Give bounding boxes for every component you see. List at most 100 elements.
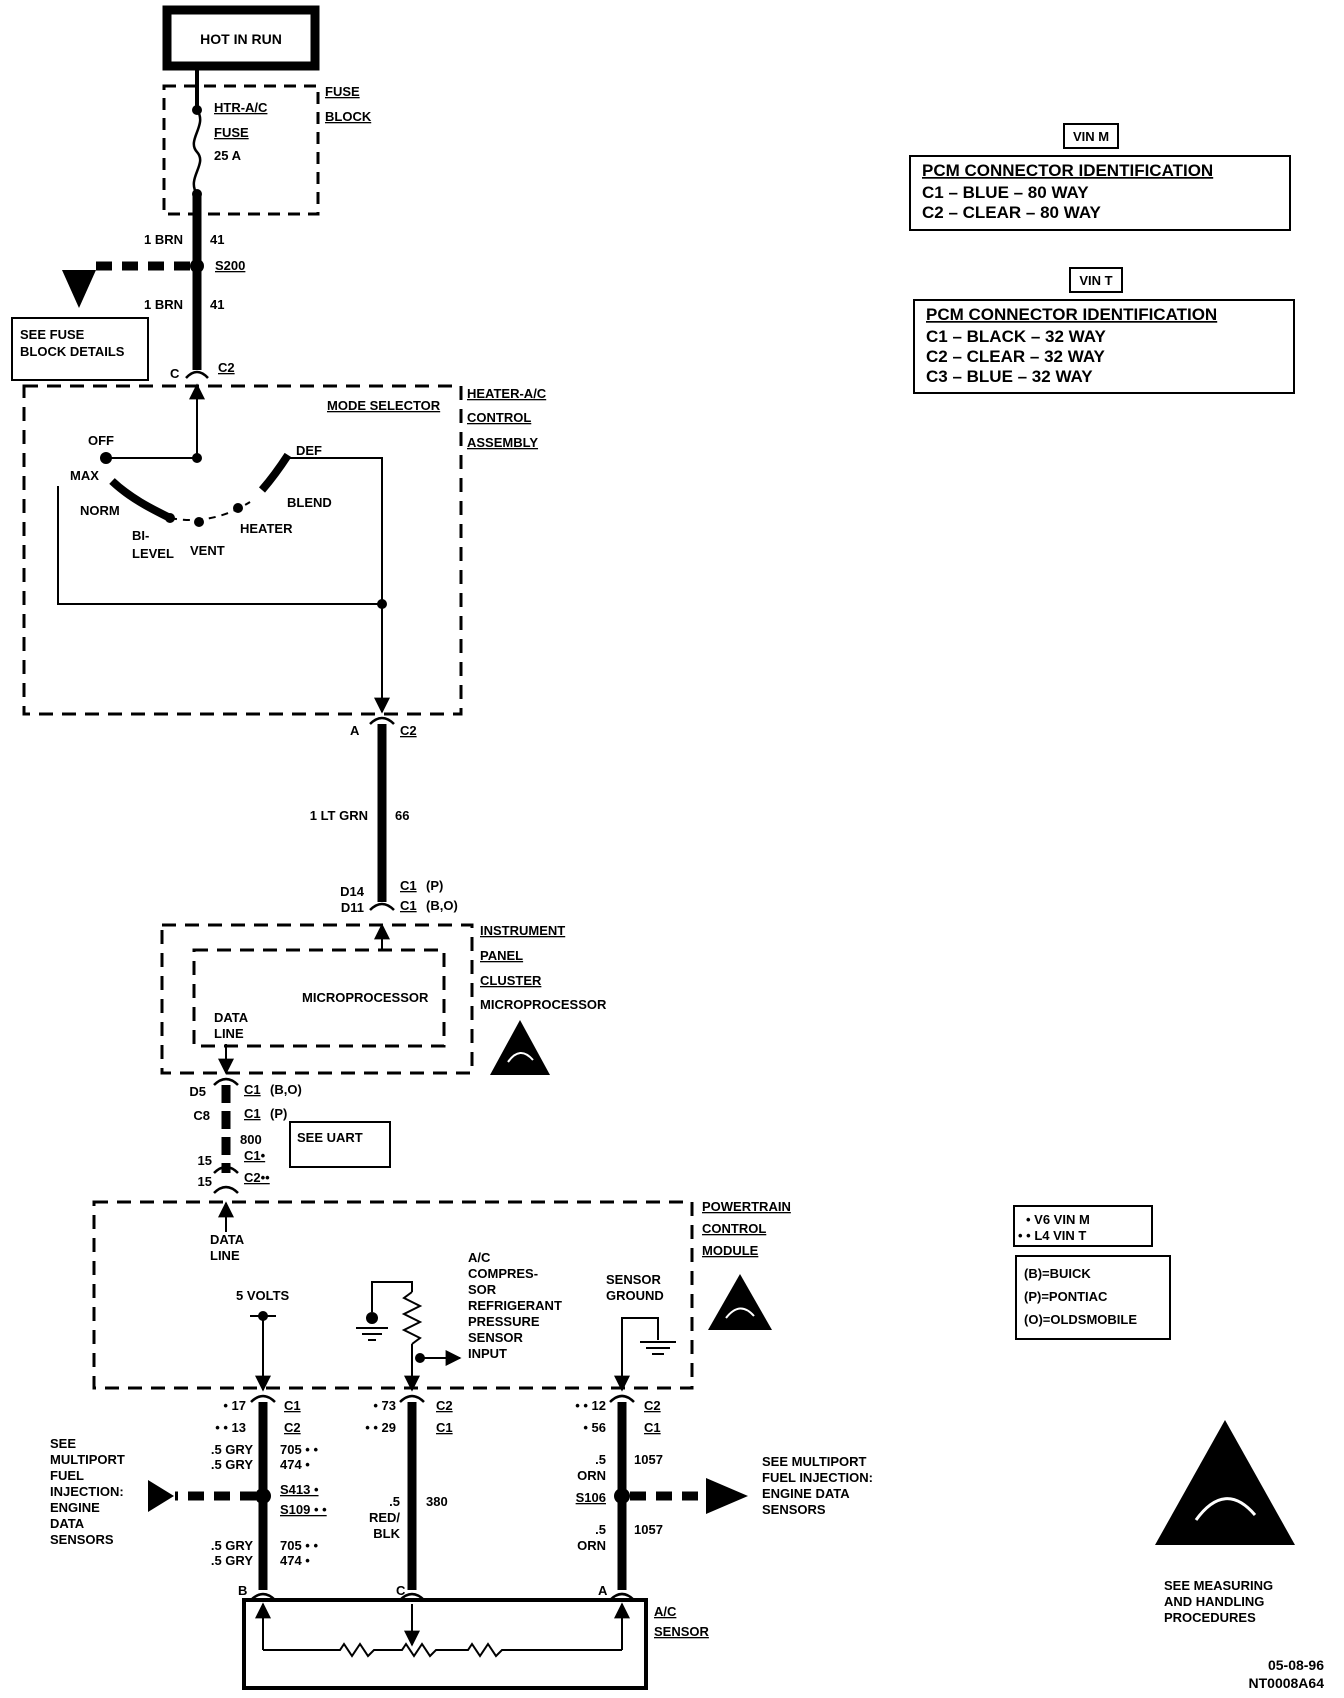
svg-text:(B)=BUICK: (B)=BUICK bbox=[1024, 1266, 1091, 1281]
resistor-icon bbox=[401, 1291, 423, 1345]
power-source-box: HOT IN RUN bbox=[162, 5, 320, 71]
svg-text:380: 380 bbox=[426, 1494, 448, 1509]
svg-text:(B,O): (B,O) bbox=[426, 898, 458, 913]
svg-text:HOT IN RUN: HOT IN RUN bbox=[200, 31, 282, 47]
svg-text:• • L4 VIN T: • • L4 VIN T bbox=[1018, 1228, 1086, 1243]
fuse-icon bbox=[192, 109, 202, 195]
see-fuse-block-box: SEE FUSE BLOCK DETAILS bbox=[11, 317, 149, 381]
svg-text:05-08-96: 05-08-96 bbox=[1268, 1657, 1324, 1673]
svg-text:REFRIGERANT: REFRIGERANT bbox=[468, 1298, 562, 1313]
svg-text:SENSORS: SENSORS bbox=[50, 1532, 114, 1547]
svg-text:DATA: DATA bbox=[214, 1010, 249, 1025]
svg-text:A/C: A/C bbox=[654, 1604, 677, 1619]
svg-text:INPUT: INPUT bbox=[468, 1346, 507, 1361]
wire-66: 1 LT GRN 66 bbox=[310, 724, 409, 902]
pcm-connector-data-line: 15 C1• 15 C2•• bbox=[198, 1148, 270, 1194]
svg-text:DEF: DEF bbox=[296, 443, 322, 458]
svg-text:C2: C2 bbox=[284, 1420, 301, 1435]
svg-text:C1: C1 bbox=[244, 1082, 261, 1097]
svg-text:474 •: 474 • bbox=[280, 1457, 310, 1472]
svg-text:• 73: • 73 bbox=[373, 1398, 396, 1413]
svg-text:MAX: MAX bbox=[70, 468, 99, 483]
pcm-connector-ground: • • 12 C2 • 56 C1 bbox=[575, 1394, 661, 1435]
svg-text:C1: C1 bbox=[436, 1420, 453, 1435]
wire-705-474: .5 GRY .5 GRY 705 • • 474 • S413 • S109 … bbox=[148, 1402, 327, 1590]
svg-text:• • 12: • • 12 bbox=[575, 1398, 606, 1413]
svg-text:SEE MEASURING: SEE MEASURING bbox=[1164, 1578, 1273, 1593]
splice-s200 bbox=[190, 259, 204, 273]
instrument-panel-cluster: MICROPROCESSOR DATA LINE INSTRUMENT PANE… bbox=[160, 923, 607, 1075]
svg-text:BLOCK DETAILS: BLOCK DETAILS bbox=[20, 344, 125, 359]
svg-text:C1 – BLACK – 32 WAY: C1 – BLACK – 32 WAY bbox=[926, 327, 1106, 346]
svg-text:1057: 1057 bbox=[634, 1452, 663, 1467]
svg-text:15: 15 bbox=[198, 1153, 212, 1168]
svg-text:ORN: ORN bbox=[577, 1538, 606, 1553]
svg-text:LINE: LINE bbox=[214, 1026, 244, 1041]
svg-text:A: A bbox=[350, 723, 360, 738]
svg-text:.5: .5 bbox=[595, 1452, 606, 1467]
svg-text:COMPRES-: COMPRES- bbox=[468, 1266, 538, 1281]
svg-text:705 • •: 705 • • bbox=[280, 1442, 318, 1457]
esd-warning-icon bbox=[1155, 1420, 1295, 1545]
svg-text:1 LT GRN: 1 LT GRN bbox=[310, 808, 368, 823]
svg-text:BLK: BLK bbox=[373, 1526, 400, 1541]
svg-text:C3 – BLUE – 32 WAY: C3 – BLUE – 32 WAY bbox=[926, 367, 1093, 386]
svg-text:CONTROL: CONTROL bbox=[467, 410, 531, 425]
svg-text:C1: C1 bbox=[400, 878, 417, 893]
svg-text:41: 41 bbox=[210, 297, 224, 312]
svg-text:SEE FUSE: SEE FUSE bbox=[20, 327, 85, 342]
svg-text:A/C: A/C bbox=[468, 1250, 491, 1265]
svg-text:FUSE: FUSE bbox=[214, 125, 249, 140]
svg-text:C2: C2 bbox=[218, 360, 235, 375]
svg-text:DATA: DATA bbox=[50, 1516, 85, 1531]
pcm-connector-5v: • 17 C1 • • 13 C2 bbox=[215, 1394, 301, 1435]
svg-text:ENGINE DATA: ENGINE DATA bbox=[762, 1486, 850, 1501]
svg-text:.5 GRY: .5 GRY bbox=[211, 1553, 253, 1568]
svg-text:VENT: VENT bbox=[190, 543, 225, 558]
hvac-connector-c2-top: C C2 bbox=[170, 360, 235, 381]
splice-s413-s109 bbox=[255, 1488, 271, 1504]
svg-text:A: A bbox=[598, 1583, 608, 1598]
wire-41: 1 BRN 41 S200 1 BRN 41 bbox=[62, 194, 245, 370]
svg-text:C1: C1 bbox=[400, 898, 417, 913]
svg-text:.5: .5 bbox=[389, 1494, 400, 1509]
svg-text:DATA: DATA bbox=[210, 1232, 245, 1247]
svg-text:C1: C1 bbox=[284, 1398, 301, 1413]
svg-text:5 VOLTS: 5 VOLTS bbox=[236, 1288, 290, 1303]
svg-text:SENSOR: SENSOR bbox=[468, 1330, 524, 1345]
svg-text:ENGINE: ENGINE bbox=[50, 1500, 100, 1515]
svg-text:SOR: SOR bbox=[468, 1282, 497, 1297]
hvac-control-module: HEATER-A/C CONTROL ASSEMBLY MODE SELECTO… bbox=[22, 383, 547, 716]
svg-text:(B,O): (B,O) bbox=[270, 1082, 302, 1097]
svg-text:HEATER-A/C: HEATER-A/C bbox=[467, 386, 547, 401]
svg-text:FUSE: FUSE bbox=[325, 84, 360, 99]
svg-text:PRESSURE: PRESSURE bbox=[468, 1314, 540, 1329]
svg-text:CLUSTER: CLUSTER bbox=[480, 973, 542, 988]
svg-text:D11: D11 bbox=[341, 900, 364, 915]
svg-text:SEE UART: SEE UART bbox=[297, 1130, 363, 1145]
svg-text:C2••: C2•• bbox=[244, 1170, 270, 1185]
svg-text:NORM: NORM bbox=[80, 503, 120, 518]
svg-text:LEVEL: LEVEL bbox=[132, 546, 174, 561]
svg-text:.5 GRY: .5 GRY bbox=[211, 1442, 253, 1457]
powertrain-control-module: POWERTRAIN CONTROL MODULE DATA LINE 5 VO… bbox=[92, 1199, 791, 1392]
svg-text:1057: 1057 bbox=[634, 1522, 663, 1537]
svg-text:1 BRN: 1 BRN bbox=[144, 232, 183, 247]
svg-text:ASSEMBLY: ASSEMBLY bbox=[467, 435, 538, 450]
svg-text:MICROPROCESSOR: MICROPROCESSOR bbox=[480, 997, 607, 1012]
svg-text:GROUND: GROUND bbox=[606, 1288, 664, 1303]
see-uart-box: SEE UART bbox=[289, 1121, 391, 1168]
ipc-connector-c1-bottom: D5 C1 (B,O) C8 C1 (P) bbox=[189, 1077, 302, 1123]
svg-text:474 •: 474 • bbox=[280, 1553, 310, 1568]
svg-text:HEATER: HEATER bbox=[240, 521, 293, 536]
svg-text:INJECTION:: INJECTION: bbox=[50, 1484, 124, 1499]
svg-text:(P)=PONTIAC: (P)=PONTIAC bbox=[1024, 1289, 1108, 1304]
svg-text:S413 •: S413 • bbox=[280, 1482, 319, 1497]
svg-text:BLEND: BLEND bbox=[287, 495, 332, 510]
wire-380: .5 RED/ BLK 380 bbox=[369, 1402, 448, 1590]
wire-800-data-line: 800 bbox=[221, 1085, 262, 1173]
svg-text:S106: S106 bbox=[576, 1490, 606, 1505]
ipc-connector-c1-top: D14 D11 C1 (P) C1 (B,O) bbox=[340, 878, 458, 915]
splice-s106 bbox=[614, 1488, 630, 1504]
svg-text:C2: C2 bbox=[400, 723, 417, 738]
